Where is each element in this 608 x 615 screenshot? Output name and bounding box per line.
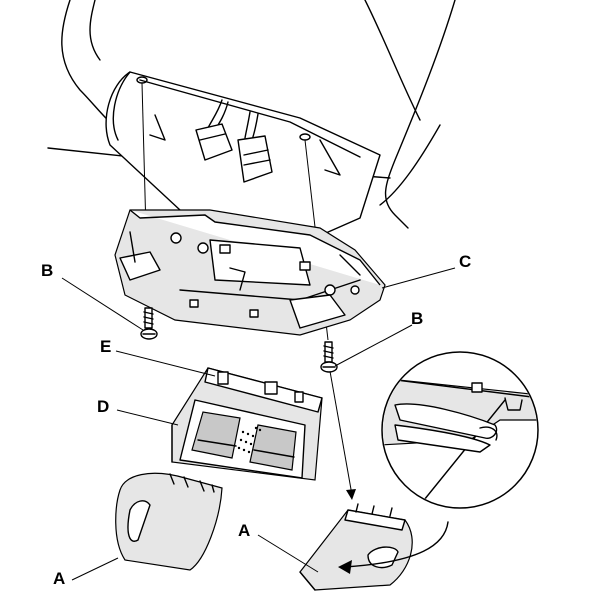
callout-d: D [97, 397, 110, 416]
screw-b-right [320, 341, 338, 373]
wire-connectors [195, 99, 273, 183]
callout-a-left: A [53, 569, 66, 588]
screw-b-left [140, 307, 158, 340]
removal-arrow [338, 521, 449, 574]
console-d [171, 367, 323, 481]
callout-a-right: A [238, 521, 251, 540]
callout-leaders [61, 267, 456, 581]
lens-a-left [115, 472, 223, 571]
detail-circle [381, 351, 539, 509]
callout-e: E [100, 337, 112, 356]
callout-b-left: B [41, 261, 54, 280]
lens-a-right [299, 503, 413, 591]
bracket-c [114, 209, 386, 336]
callout-b-right: B [411, 309, 424, 328]
callout-c: C [459, 252, 472, 271]
